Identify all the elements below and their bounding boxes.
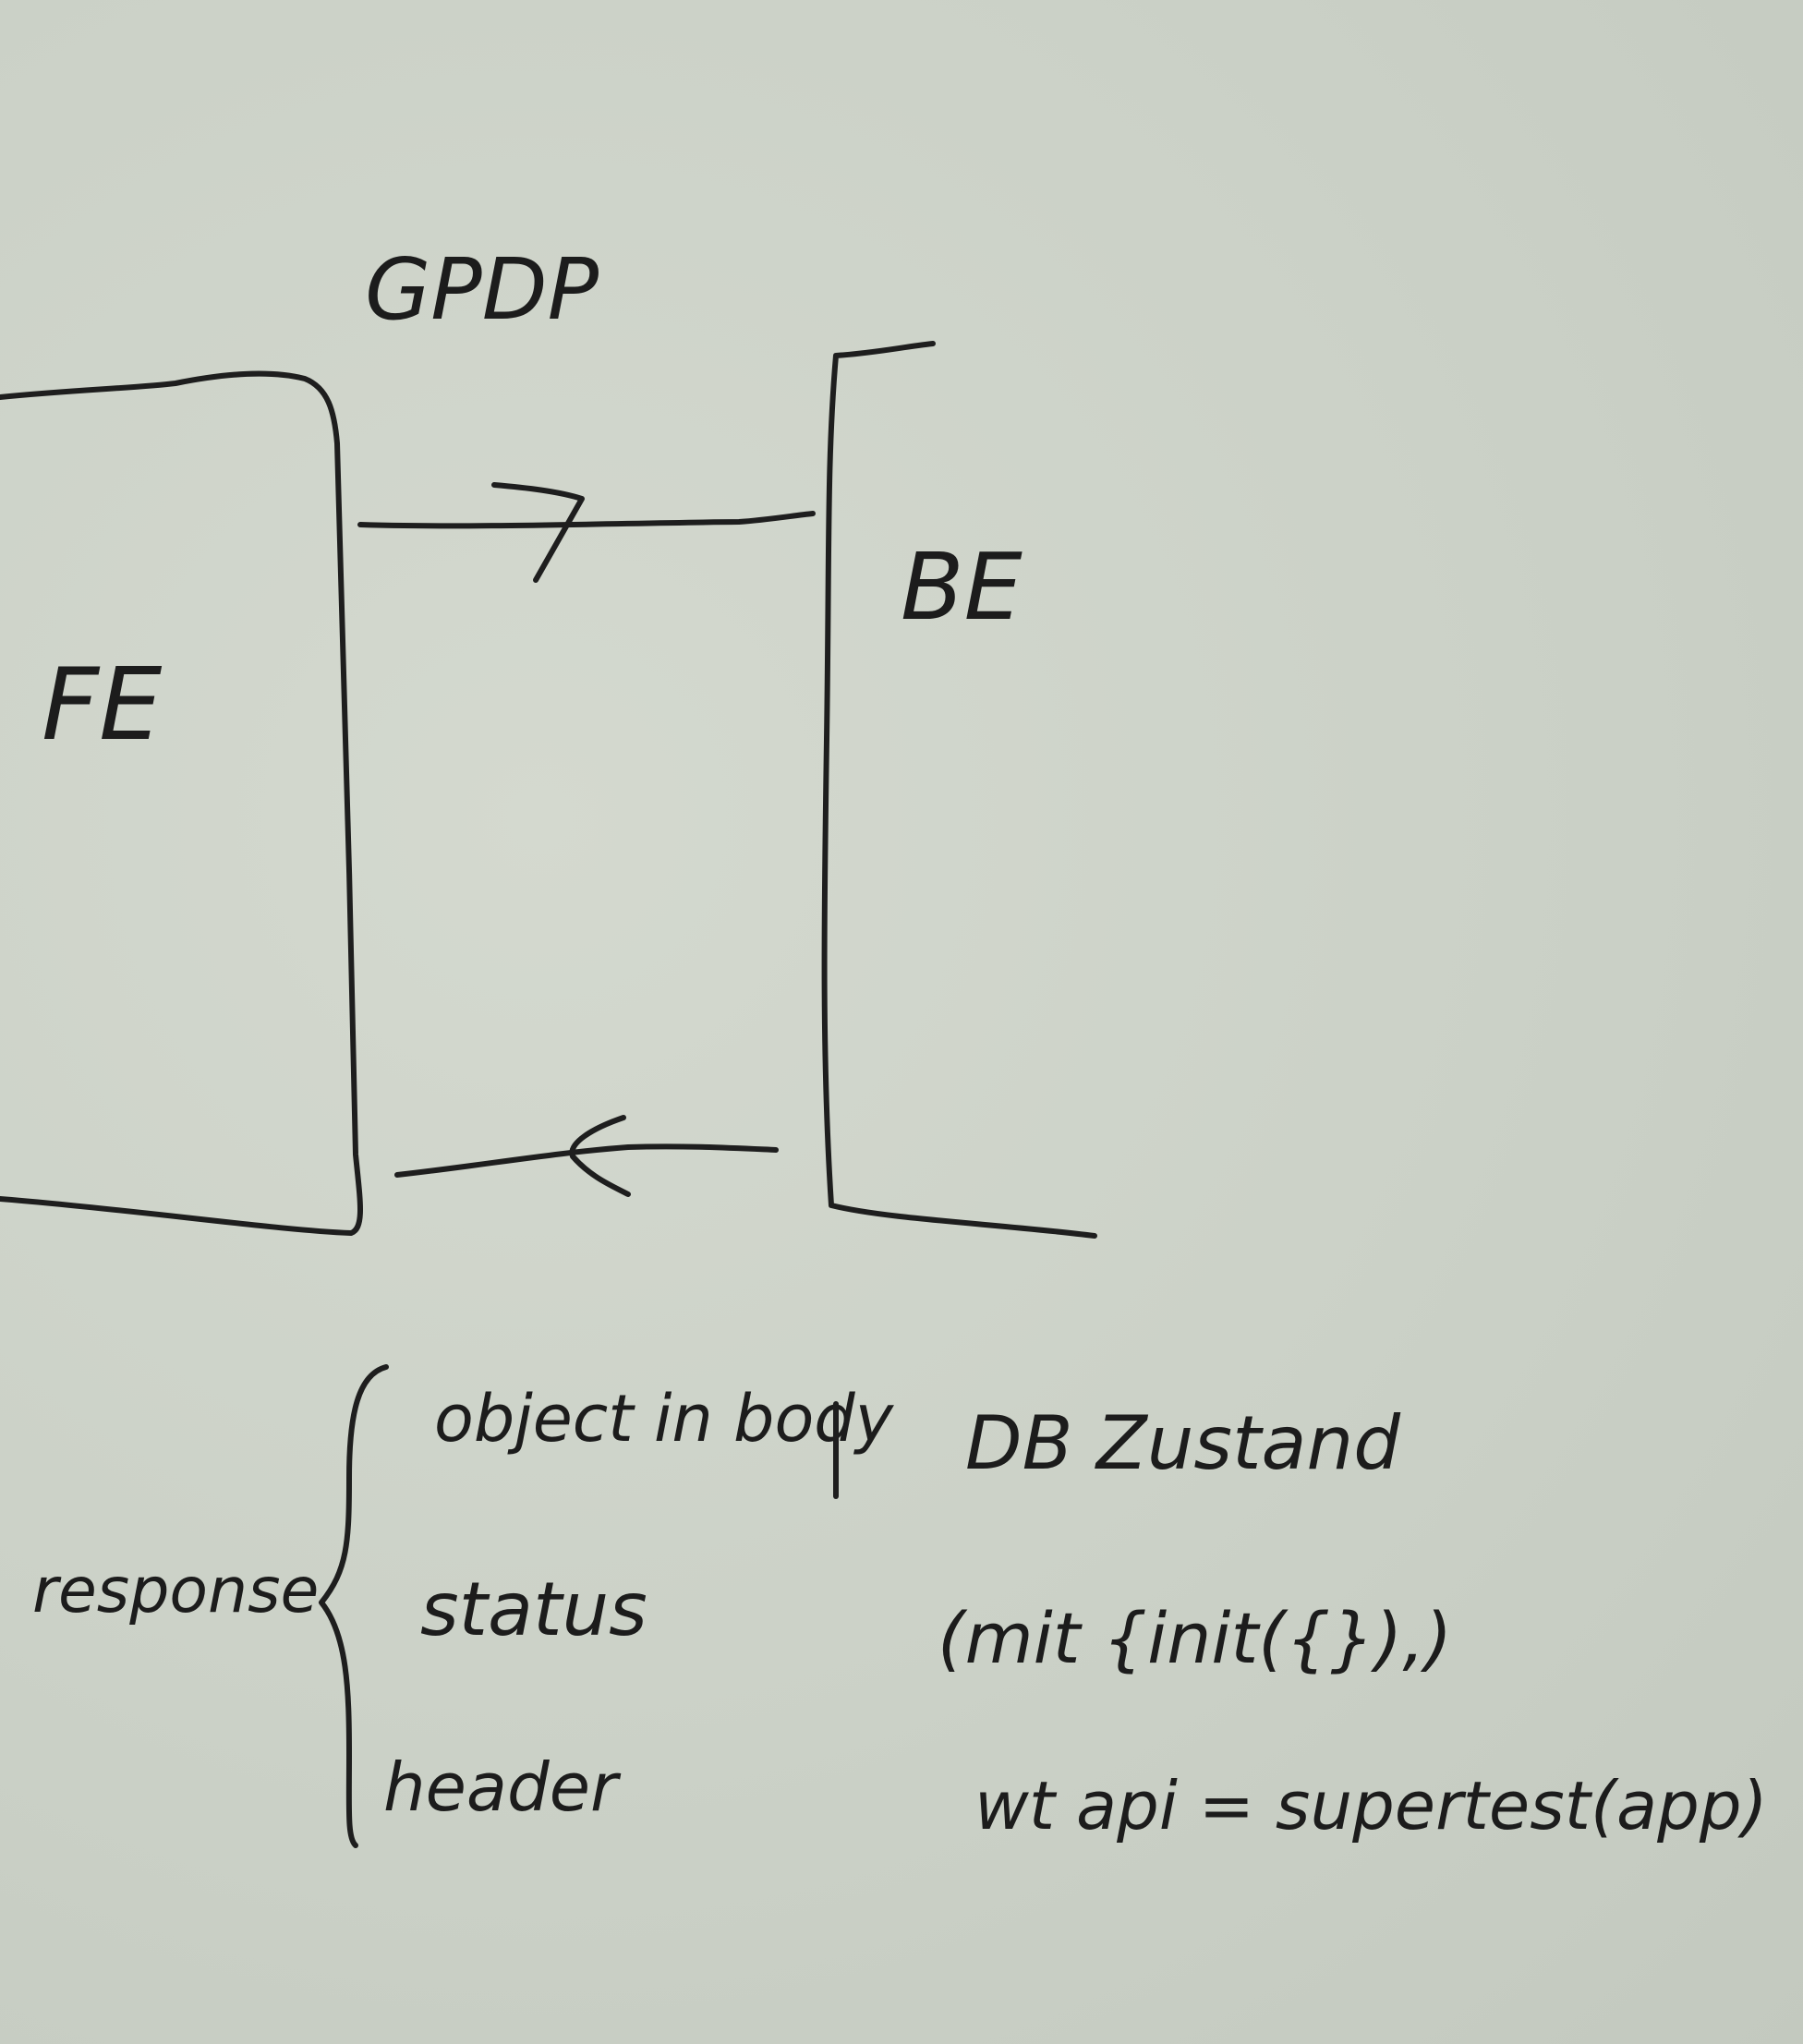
response-arrowhead: [569, 1115, 631, 1197]
response-item-header: header: [383, 1748, 622, 1826]
note-db-state: DB Zustand: [965, 1400, 1401, 1486]
frontend-box: [0, 370, 363, 1236]
note-supertest: wt api = supertest(app): [974, 1767, 1768, 1844]
request-arrow: [357, 511, 816, 529]
diagram-title: GPDP: [365, 240, 599, 339]
note-mit-init: (mit {init({}),): [938, 1597, 1452, 1679]
frontend-label: FE: [42, 647, 163, 763]
response-item-status: status: [420, 1566, 647, 1652]
backend-label: BE: [901, 533, 1023, 641]
backend-box: [821, 341, 1097, 1239]
response-brace: [319, 1364, 389, 1848]
request-arrowhead: [491, 482, 585, 583]
response-item-body: object in body: [434, 1381, 895, 1457]
response-arrow: [394, 1143, 779, 1178]
response-label: response: [32, 1554, 319, 1627]
